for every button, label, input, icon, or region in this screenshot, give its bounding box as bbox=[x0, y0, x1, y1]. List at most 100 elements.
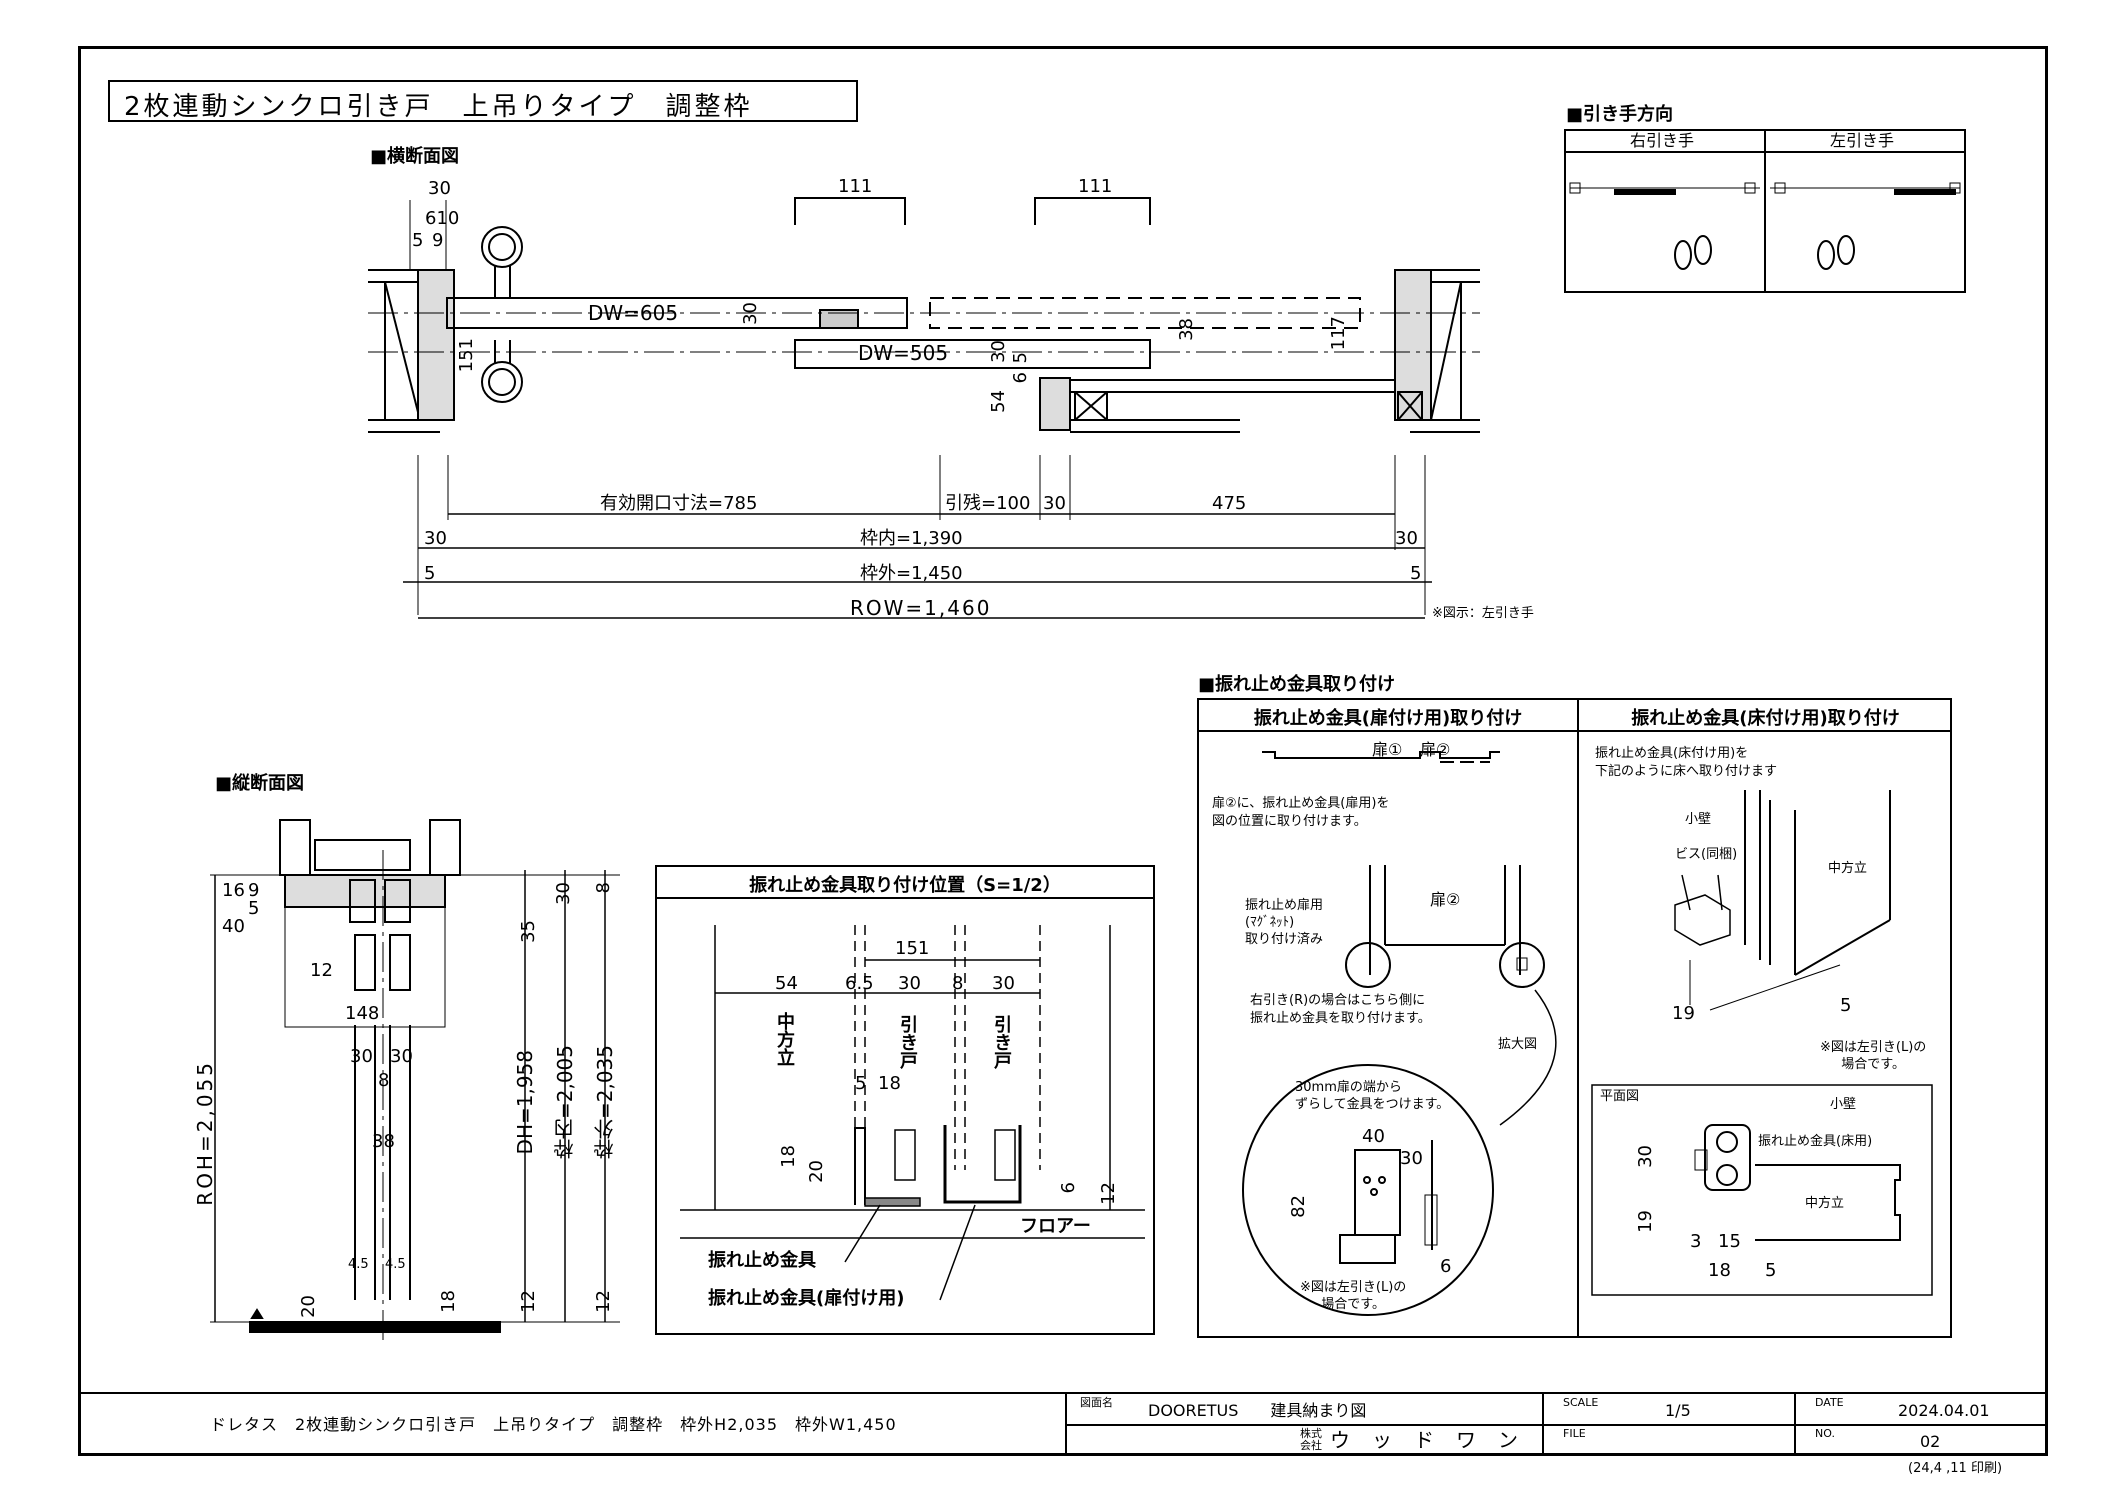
drawing-title: 2枚連動シンクロ引き戸 上吊りタイプ 調整枠 bbox=[108, 80, 858, 122]
pos-door-1: 引き戸 bbox=[897, 1015, 918, 1069]
drawing-name-label: 図面名 bbox=[1080, 1396, 1113, 1409]
drawing-frame bbox=[78, 46, 2048, 1456]
floor-mount-header: 振れ止め金具(床付け用)取り付け bbox=[1579, 698, 1952, 732]
floor-mount-instruction: 振れ止め金具(床付け用)を 下記のように床へ取り付けます bbox=[1595, 746, 1778, 779]
screw-label: ビス(同梱) bbox=[1675, 847, 1738, 862]
pos-dim-8: 8 bbox=[952, 973, 964, 994]
number-value: 02 bbox=[1920, 1432, 1941, 1451]
vdim-12: 12 bbox=[310, 960, 333, 981]
right-pull-note: 右引き(R)の場合はこちら側に 振れ止め金具を取り付けます。 bbox=[1250, 993, 1431, 1026]
floor-dim-5: 5 bbox=[1840, 995, 1852, 1016]
plan-dim-5: 5 bbox=[1765, 1260, 1777, 1281]
pos-label-door-mount: 振れ止め金具(扉付け用) bbox=[708, 1288, 905, 1309]
pos-dim-30-a: 30 bbox=[898, 973, 921, 994]
sway-stop-position-title: 振れ止め金具取り付け位置（S=1/2） bbox=[655, 865, 1155, 899]
door-mount-dim-40: 40 bbox=[1362, 1126, 1385, 1147]
sway-stop-position-box bbox=[655, 865, 1155, 1335]
dim-9: 9 bbox=[432, 230, 444, 251]
scale-label: SCALE bbox=[1563, 1396, 1599, 1409]
pos-dim-5: 5 bbox=[855, 1073, 867, 1094]
magnet-label: 振れ止め扉用 (ﾏｸﾞﾈｯﾄ) 取り付け済み bbox=[1245, 898, 1324, 947]
printed-date: (24,4 ,11 印刷) bbox=[1908, 1461, 2003, 1476]
pos-dim-18: 18 bbox=[878, 1073, 901, 1094]
dim-111-b: 111 bbox=[1078, 176, 1113, 197]
frame-outer-width: 枠外=1,450 bbox=[860, 563, 963, 584]
plan-bracket-label: 振れ止め金具(床用) bbox=[1758, 1134, 1873, 1149]
pos-nakatate: 中方立 bbox=[774, 1012, 795, 1066]
vdim-148: 148 bbox=[345, 1003, 380, 1024]
door-mount-header: 振れ止め金具(扉付け用)取り付け bbox=[1197, 698, 1579, 732]
file-label: FILE bbox=[1563, 1427, 1586, 1440]
door-2-label: 扉② bbox=[1420, 740, 1451, 759]
pull-right-label: 右引き手 bbox=[1630, 131, 1695, 150]
vdim-4-5-b: 4.5 bbox=[385, 1257, 406, 1272]
company-name: ウッドワン bbox=[1330, 1428, 1540, 1452]
number-label: NO. bbox=[1815, 1427, 1835, 1440]
vdim-30-a: 30 bbox=[350, 1046, 373, 1067]
dim-5-left: 5 bbox=[424, 563, 436, 584]
door-1-label: 扉① bbox=[1372, 740, 1403, 759]
pos-dim-54: 54 bbox=[775, 973, 798, 994]
vdim-5: 5 bbox=[248, 898, 260, 919]
section-sway-stop-label: ■振れ止め金具取り付け bbox=[1198, 674, 1396, 695]
date-value: 2024.04.01 bbox=[1898, 1401, 1990, 1420]
door-mount-figure-note: ※図は左引き(L)の 場合です。 bbox=[1300, 1280, 1407, 1312]
pos-dim-6-5: 6.5 bbox=[845, 973, 874, 994]
dim-30-right: 30 bbox=[1395, 528, 1418, 549]
door-mount-instruction: 扉②に、振れ止め金具(扉用)を 図の位置に取り付けます。 bbox=[1212, 796, 1390, 829]
dim-30-c: 30 bbox=[1043, 493, 1066, 514]
pos-floor: フロアー bbox=[1020, 1216, 1091, 1237]
sway-stop-install-box bbox=[1197, 698, 1952, 1338]
door2-width: DW=505 bbox=[858, 341, 949, 365]
dim-30-left: 30 bbox=[424, 528, 447, 549]
section-pull-direction-label: ■引き手方向 bbox=[1566, 104, 1674, 125]
residual-pull: 引残=100 bbox=[945, 493, 1031, 514]
section-vertical-label: ■縦断面図 bbox=[215, 773, 305, 794]
plan-nakatate-label: 中方立 bbox=[1805, 1196, 1845, 1211]
dim-475: 475 bbox=[1212, 493, 1247, 514]
pull-left-label: 左引き手 bbox=[1830, 131, 1895, 150]
section-horizontal-label: ■横断面図 bbox=[370, 146, 460, 167]
dim-111-a: 111 bbox=[838, 176, 873, 197]
row-width: ROW=1,460 bbox=[850, 596, 992, 620]
door1-width: DW=605 bbox=[588, 301, 679, 325]
dim-30: 30 bbox=[428, 178, 451, 199]
vdim-16: 16 bbox=[222, 880, 245, 901]
shift-note: 30mm扉の端から ずらして金具をつけます。 bbox=[1295, 1080, 1450, 1112]
vdim-8: 8 bbox=[378, 1070, 390, 1091]
vdim-9: 9 bbox=[248, 880, 260, 901]
vdim-40: 40 bbox=[222, 916, 245, 937]
pos-dim-151: 151 bbox=[895, 938, 930, 959]
plan-dim-15: 15 bbox=[1718, 1231, 1741, 1252]
title-block-description: ドレタス 2枚連動シンクロ引き戸 上吊りタイプ 調整枠 枠外H2,035 枠外W… bbox=[210, 1415, 897, 1434]
sway-stop-divider bbox=[1197, 698, 1579, 1338]
drawing-name: DOORETUS 建具納まり図 bbox=[1148, 1401, 1367, 1420]
pos-dim-30-b: 30 bbox=[992, 973, 1015, 994]
vdim-4-5-a: 4.5 bbox=[348, 1257, 369, 1272]
pos-label-sway-stop: 振れ止め金具 bbox=[708, 1250, 816, 1271]
vdim-30-b: 30 bbox=[390, 1046, 413, 1067]
dim-5: 5 bbox=[412, 230, 424, 251]
door-2-closeup-label: 扉② bbox=[1430, 890, 1461, 909]
dim-5-right: 5 bbox=[1410, 563, 1422, 584]
figure-note-left-pull: ※図示：左引き手 bbox=[1432, 606, 1534, 621]
plan-label: 平面図 bbox=[1600, 1089, 1640, 1104]
zoom-label: 拡大図 bbox=[1498, 1037, 1538, 1052]
vdim-38: 38 bbox=[372, 1131, 395, 1152]
effective-opening: 有効開口寸法=785 bbox=[600, 493, 758, 514]
plan-kokabe-label: 小壁 bbox=[1830, 1097, 1857, 1112]
floor-kokabe-label: 小壁 bbox=[1685, 812, 1712, 827]
floor-nakatate-label: 中方立 bbox=[1828, 861, 1868, 876]
floor-figure-note: ※図は左引き(L)の 場合です。 bbox=[1820, 1040, 1927, 1072]
pos-door-2: 引き戸 bbox=[991, 1015, 1012, 1069]
plan-dim-18: 18 bbox=[1708, 1260, 1731, 1281]
company-prefix: 株式 会社 bbox=[1300, 1427, 1322, 1453]
dim-610: 610 bbox=[425, 208, 460, 229]
